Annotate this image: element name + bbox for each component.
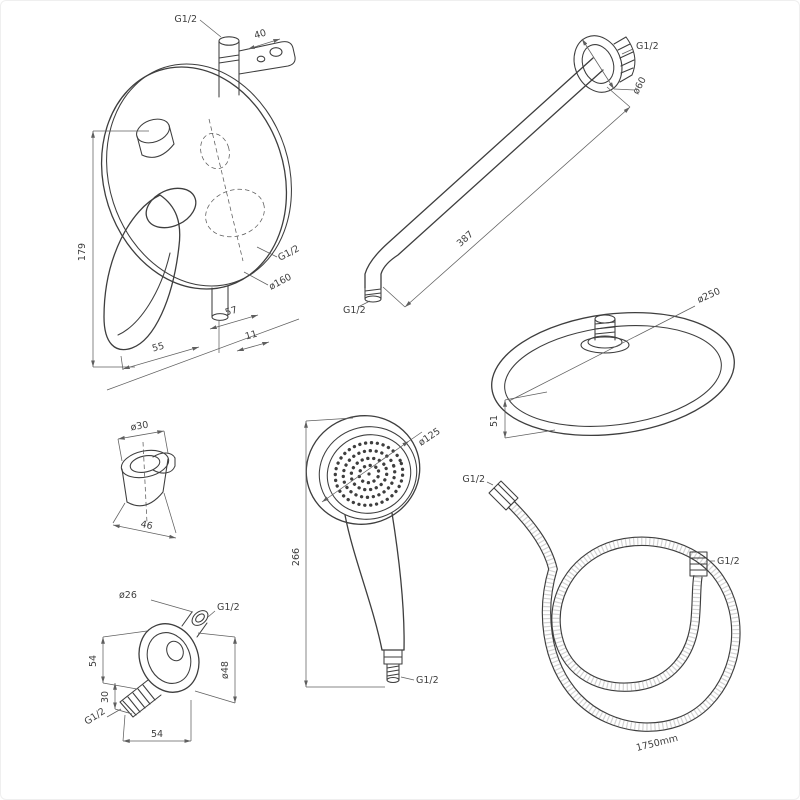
- elbow-flange-diameter-label: ø48: [220, 661, 231, 679]
- holder-centerline: [142, 441, 148, 524]
- mixer-thread-side-label: G1/2: [276, 243, 301, 263]
- mixer-offset-11-label: 11: [244, 329, 259, 343]
- mixer-handle: [103, 187, 197, 351]
- mixer-height-label: 179: [77, 243, 88, 261]
- hose-thread-right-label: G1/2: [717, 556, 740, 567]
- elbow-hub: [166, 640, 184, 662]
- hand-shower-rim: [318, 426, 418, 520]
- mixer-drawing: G1/2 40 179 55 57 11 G1/2 ø160: [77, 14, 301, 391]
- hose-drawing: G1/2 G1/2 1750mm: [462, 474, 739, 754]
- arm-dimensions: G1/2 ø60 387 G1/2: [343, 38, 659, 316]
- rain-head-connector: [580, 314, 630, 354]
- mixer-centerline: [208, 118, 244, 262]
- holder-drawing: ø30 46: [112, 420, 177, 539]
- hose-length-label: 1750mm: [635, 733, 679, 754]
- arm-length-label: 387: [455, 229, 476, 249]
- arm-thread-end-label: G1/2: [343, 305, 366, 316]
- hand-shower-length-label: 266: [291, 548, 302, 566]
- hand-shower-handle: [344, 512, 405, 651]
- hand-shower-head: [305, 415, 421, 525]
- elbow-height-label: 54: [88, 655, 99, 667]
- elbow-outlet-pipe: [119, 679, 162, 718]
- elbow-thread-top-label: G1/2: [217, 602, 240, 613]
- mixer-faceplate: [100, 66, 288, 290]
- hand-shower-thread-label: G1/2: [416, 675, 439, 686]
- mixer-width-top-label: 40: [253, 28, 268, 42]
- holder-dimensions: ø30 46: [112, 420, 177, 539]
- hose-right-fitting: [689, 551, 708, 577]
- elbow-thread-bottom-label: G1/2: [83, 706, 108, 728]
- rain-head-height-label: 51: [489, 415, 500, 427]
- wall-elbow-drawing: ø26 G1/2 54 30 54 ø48 G1/2: [83, 590, 240, 743]
- mixer-supply-pipe: [218, 36, 240, 98]
- mixer-mounting-tab: [238, 41, 296, 75]
- hand-shower-drawing: ø125 266 G1/2: [291, 415, 443, 688]
- elbow-top-stub: [181, 610, 209, 638]
- hose-coil-fill: [511, 504, 736, 727]
- rain-head-diameter-label: ø250: [696, 286, 722, 306]
- holder-body: [120, 449, 176, 507]
- mixer-dimensions: G1/2 40 179 55 57 11 G1/2 ø160: [77, 14, 301, 391]
- shower-arm-drawing: G1/2 ø60 387 G1/2: [343, 35, 659, 316]
- holder-diameter-label: ø30: [130, 420, 150, 434]
- elbow-width-label: 54: [151, 729, 163, 740]
- elbow-dimensions: ø26 G1/2 54 30 54 ø48 G1/2: [83, 590, 240, 743]
- elbow-depth-label: 30: [100, 691, 111, 703]
- arm-thread-tip: [364, 287, 382, 303]
- hose-thread-left-label: G1/2: [462, 474, 485, 485]
- hand-shower-diameter-label: ø125: [417, 426, 443, 449]
- elbow-flange-inner: [146, 632, 192, 684]
- arm-wall-flange: [573, 35, 636, 93]
- mixer-faceplate-rim: [106, 63, 292, 287]
- elbow-flange: [138, 623, 200, 693]
- arm-thread-wall-label: G1/2: [636, 41, 659, 52]
- holder-depth-label: 46: [139, 519, 153, 532]
- mixer-thread-top-label: G1/2: [174, 14, 197, 25]
- rain-head-disc: [491, 311, 735, 437]
- mixer-hidden-circle-small: [200, 132, 230, 170]
- mixer-offset-57-label: 57: [224, 305, 239, 319]
- mixer-offset-55-label: 55: [151, 341, 166, 355]
- mixer-diverter-knob: [136, 118, 175, 158]
- elbow-stub-diameter-label: ø26: [119, 590, 137, 601]
- hand-shower-nozzles: [333, 441, 405, 507]
- hose-left-fitting: [488, 480, 519, 511]
- hand-shower-connector: [383, 649, 403, 684]
- arm-tube: [364, 57, 604, 289]
- mixer-hidden-circle-large: [205, 188, 265, 238]
- rain-head-drawing: ø250 51: [489, 286, 735, 439]
- mixer-plate-diameter-label: ø160: [267, 272, 293, 293]
- arm-flange-diameter-label: ø60: [631, 75, 649, 96]
